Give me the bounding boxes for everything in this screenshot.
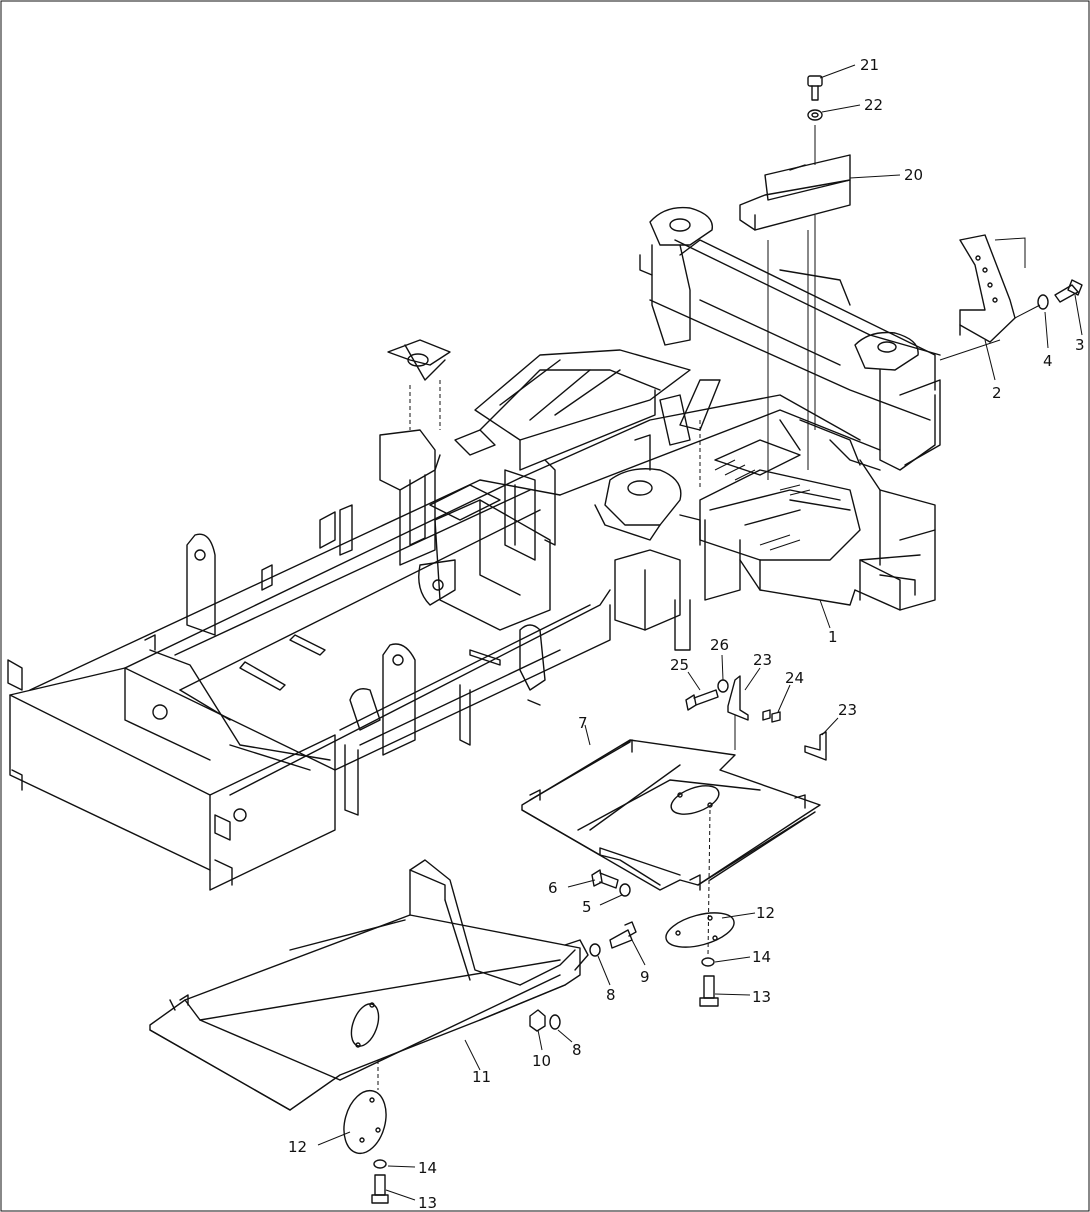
callout-11: 11 (472, 1068, 491, 1086)
bolt-6 (591, 869, 619, 889)
callout-8b: 8 (572, 1041, 582, 1059)
under-cover-11 (149, 859, 589, 1111)
callout-9: 9 (640, 968, 650, 986)
bolt-25 (685, 689, 719, 711)
callout-2: 2 (992, 384, 1002, 402)
bolt-13-left (371, 1174, 389, 1204)
callout-23b: 23 (838, 701, 857, 719)
washer-4 (1037, 294, 1049, 310)
clip-23a (727, 675, 749, 721)
callout-12a: 12 (756, 904, 775, 922)
nut-10 (529, 1009, 546, 1032)
callout-labels: 21 22 20 2 4 3 1 25 26 23 24 23 7 6 5 12… (288, 56, 1085, 1212)
washer-5 (619, 883, 631, 897)
callout-4: 4 (1043, 352, 1053, 370)
callout-13a: 13 (752, 988, 771, 1006)
callout-8a: 8 (606, 986, 616, 1004)
callout-12b: 12 (288, 1138, 307, 1156)
callout-24: 24 (785, 669, 804, 687)
callout-23a: 23 (753, 651, 772, 669)
callout-21: 21 (860, 56, 879, 74)
callout-7: 7 (578, 714, 588, 732)
callout-6: 6 (548, 879, 558, 897)
drive-box-detail (714, 459, 811, 551)
callout-26: 26 (710, 636, 729, 654)
callout-13b: 13 (418, 1194, 437, 1212)
callout-20: 20 (904, 166, 923, 184)
washer-14-right (701, 957, 715, 967)
callout-3: 3 (1075, 336, 1085, 354)
clip-23b (804, 731, 827, 761)
assembly-line-2 (1014, 304, 1041, 319)
main-frame (7, 206, 941, 891)
bolt-21 (807, 75, 823, 101)
washer-26 (717, 679, 729, 693)
under-cover-7 (521, 739, 821, 891)
washer-8-upper (589, 943, 601, 957)
callout-22: 22 (864, 96, 883, 114)
washer-14-left (373, 1159, 387, 1169)
washer-22 (807, 109, 823, 121)
callout-14b: 14 (418, 1159, 437, 1177)
callout-1: 1 (828, 628, 838, 646)
bolt-13-right (699, 975, 719, 1007)
cover-plate-12-left (343, 1089, 387, 1155)
washer-8-lower (549, 1014, 561, 1030)
cover-plate-12-right (665, 912, 735, 948)
assembly-line-12r (707, 809, 711, 956)
leader-lines (317, 64, 1083, 1201)
bolt-3 (1054, 279, 1083, 303)
callout-5: 5 (582, 898, 592, 916)
bracket-2 (959, 234, 1016, 343)
bolt-9 (609, 921, 637, 949)
callout-14a: 14 (752, 948, 771, 966)
assembly-line-2b (939, 339, 1001, 361)
callout-10: 10 (532, 1052, 551, 1070)
nut-24 (762, 709, 781, 723)
cover-plate-20 (739, 154, 851, 231)
callout-25: 25 (670, 656, 689, 674)
